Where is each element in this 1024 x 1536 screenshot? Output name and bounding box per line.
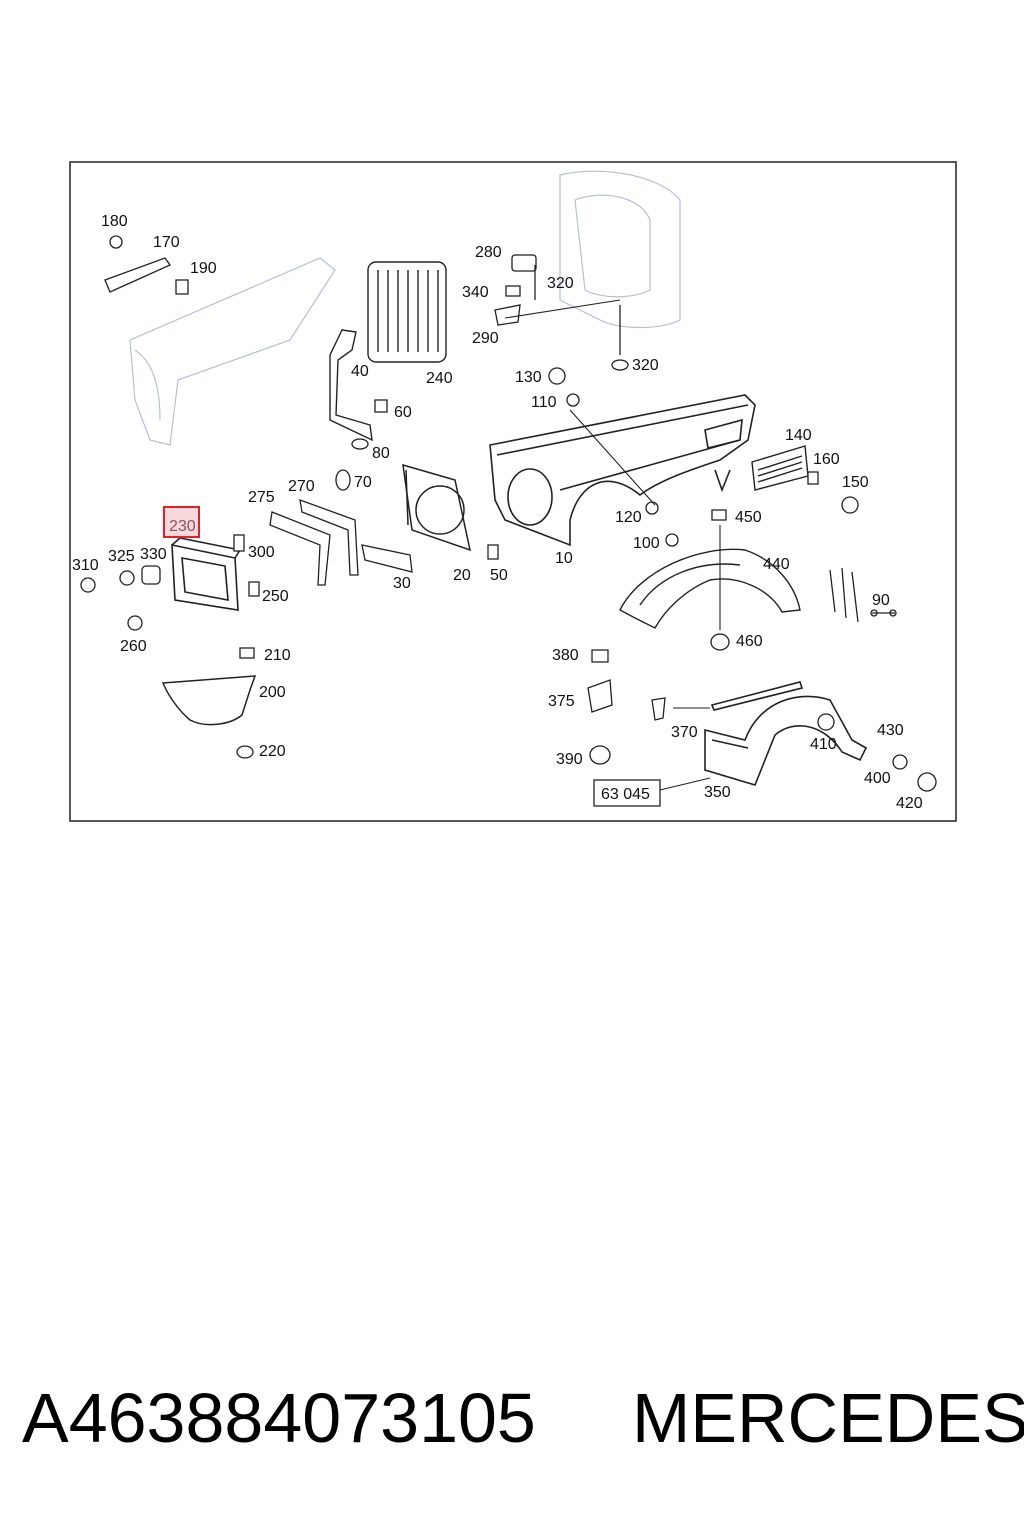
callout-20: 20 (453, 567, 471, 584)
inner-fender-part (619, 548, 801, 629)
callout-60: 60 (394, 404, 412, 421)
headlight-housing-part (402, 463, 472, 552)
callout-120: 120 (615, 509, 642, 526)
callout-300: 300 (248, 544, 275, 561)
callout-450: 450 (735, 509, 762, 526)
callout-220: 220 (259, 743, 286, 760)
callout-230: 230 (169, 518, 196, 535)
leader-lines (504, 299, 721, 791)
fasteners (80, 235, 937, 792)
callout-250: 250 (262, 588, 289, 605)
callout-70: 70 (354, 474, 372, 491)
callout-430: 430 (877, 722, 904, 739)
callout-80: 80 (372, 445, 390, 462)
callout-180: 180 (101, 213, 128, 230)
callout-190: 190 (190, 260, 217, 277)
callout-110: 110 (531, 394, 557, 411)
callout-30: 30 (393, 575, 411, 592)
ref-box (593, 779, 661, 807)
ref-box-label: 63 045 (601, 786, 650, 803)
background-body-outline (129, 170, 681, 446)
callout-380: 380 (552, 647, 579, 664)
callout-375: 375 (548, 693, 575, 710)
brackets-part (269, 499, 413, 586)
flare-part (704, 681, 868, 786)
callout-50: 50 (490, 567, 508, 584)
callout-40: 40 (351, 363, 369, 380)
callout-290: 290 (472, 330, 499, 347)
callout-350: 350 (704, 784, 731, 801)
diagram-frame (69, 161, 957, 822)
callout-240: 240 (426, 370, 453, 387)
callout-440: 440 (763, 556, 790, 573)
strip-part (829, 567, 897, 623)
callout-10: 10 (555, 550, 573, 567)
callout-420: 420 (896, 795, 923, 812)
callout-90: 90 (872, 592, 890, 609)
callout-210: 210 (264, 647, 291, 664)
callout-labels: 180 170 190 280 340 320 290 320 240 40 6… (72, 213, 923, 812)
callout-100: 100 (633, 535, 660, 552)
vent-part (751, 445, 809, 491)
callout-410: 410 (810, 736, 837, 753)
fender-part (489, 394, 756, 547)
bracket-part (329, 329, 373, 442)
grille-part (367, 261, 447, 363)
callout-200: 200 (259, 684, 286, 701)
valance-part (161, 675, 257, 726)
callout-325: 325 (108, 548, 135, 565)
callout-320b: 320 (632, 357, 659, 374)
callout-150: 150 (842, 474, 869, 491)
callout-160: 160 (813, 451, 840, 468)
callout-260: 260 (120, 638, 147, 655)
callout-140: 140 (785, 427, 812, 444)
callout-320a: 320 (547, 275, 574, 292)
callout-390: 390 (556, 751, 583, 768)
callout-270: 270 (288, 478, 315, 495)
callout-400: 400 (864, 770, 891, 787)
callout-340: 340 (462, 284, 489, 301)
callout-275: 275 (248, 489, 275, 506)
callout-460: 460 (736, 633, 763, 650)
highlight-box (163, 506, 200, 538)
part-number: A463884073105 (22, 1379, 536, 1457)
callout-310: 310 (72, 557, 99, 574)
brand-name: MERCEDES (632, 1379, 1024, 1457)
callout-370: 370 (671, 724, 698, 741)
surround-part (171, 537, 242, 611)
callout-280: 280 (475, 244, 502, 261)
callout-170: 170 (153, 234, 180, 251)
callout-130: 130 (515, 369, 542, 386)
callout-330: 330 (140, 546, 167, 563)
